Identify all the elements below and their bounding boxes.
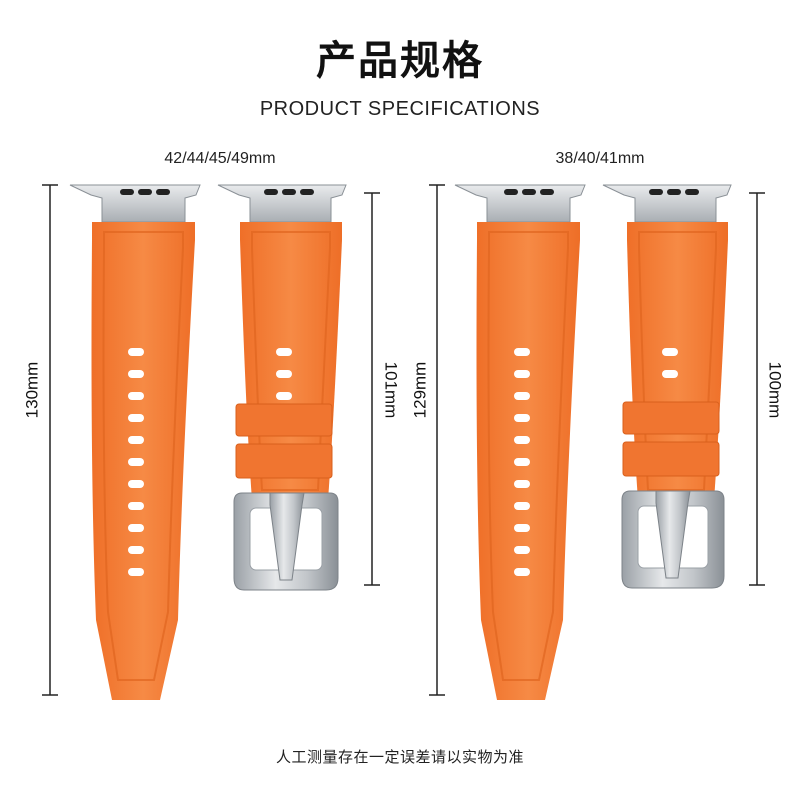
long-strap-small [454, 184, 586, 700]
dimension-line-101mm [364, 192, 380, 586]
short-strap-small [602, 184, 732, 589]
dimension-line-100mm [749, 192, 765, 586]
dim-label-130mm: 130mm [22, 361, 42, 419]
page-title: 产品规格 [316, 38, 484, 84]
size-label-small: 38/40/41mm [555, 150, 645, 167]
short-strap-large [217, 184, 347, 591]
dimension-line-129mm [429, 184, 445, 696]
dim-label-101mm: 101mm [381, 361, 401, 419]
page-subtitle: PRODUCT SPECIFICATIONS [259, 98, 541, 120]
long-strap-large [69, 184, 201, 700]
dimension-line-130mm [42, 184, 58, 696]
dim-label-100mm: 100mm [765, 361, 785, 419]
size-label-large: 42/44/45/49mm [164, 150, 276, 167]
dim-label-129mm: 129mm [410, 361, 430, 419]
measurement-note: 人工测量存在一定误差请以实物为准 [275, 748, 524, 766]
